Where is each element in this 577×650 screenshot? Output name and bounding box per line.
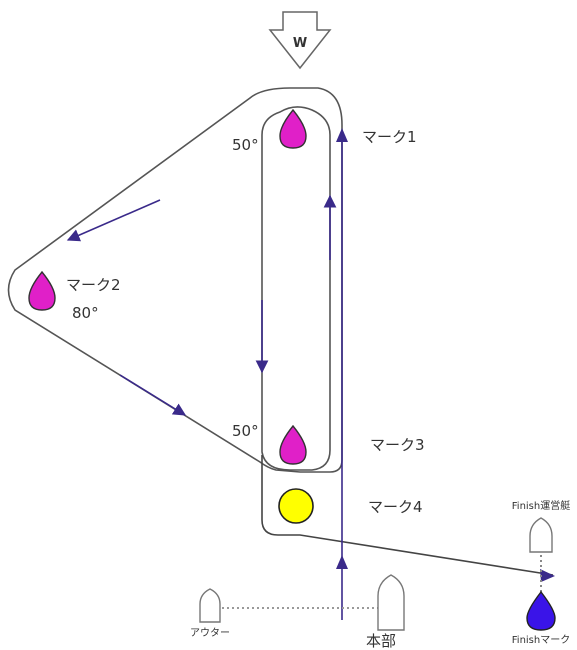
hq-boat-label: 本部 <box>366 632 396 650</box>
finish-boat-label: Finish運営艇 <box>512 499 570 512</box>
wind-label: W <box>293 36 307 51</box>
outer-boat-label: アウター <box>190 627 230 639</box>
outer-course-loop <box>7 87 343 473</box>
arrow-up-start-head-bottom <box>336 555 348 569</box>
finish-mark-label: Finishマーク <box>512 634 570 646</box>
arrow-to-mark2-upper <box>66 199 161 242</box>
angle-bottom: 50° <box>232 422 259 440</box>
wind-arrow: W <box>268 11 332 70</box>
mark-4: マーク4 <box>278 488 423 524</box>
arrow-from-mark2-lower <box>119 374 187 416</box>
mark-3: マーク3 <box>279 424 425 465</box>
finish-mark: Finishマーク <box>512 590 570 646</box>
mark-1: マーク1 <box>279 108 417 149</box>
mark-2: マーク2 80° <box>28 270 121 322</box>
lower-course-loop <box>261 455 554 576</box>
finish-boat: Finish運営艇 <box>512 499 570 553</box>
inner-course-loop <box>261 106 331 471</box>
mark-3-label: マーク3 <box>370 436 425 454</box>
arrow-up-start-head-top <box>336 128 348 142</box>
arrow-to-finish-head <box>540 569 555 582</box>
angle-top: 50° <box>232 136 259 154</box>
outer-boat: アウター <box>190 588 230 639</box>
mark-1-label: マーク1 <box>362 128 417 146</box>
mark-2-angle: 80° <box>72 304 99 322</box>
course-direction-arrows <box>66 128 555 620</box>
hq-boat: 本部 <box>366 574 405 650</box>
mark-2-label: マーク2 <box>66 276 121 294</box>
mark-4-label: マーク4 <box>368 498 423 516</box>
